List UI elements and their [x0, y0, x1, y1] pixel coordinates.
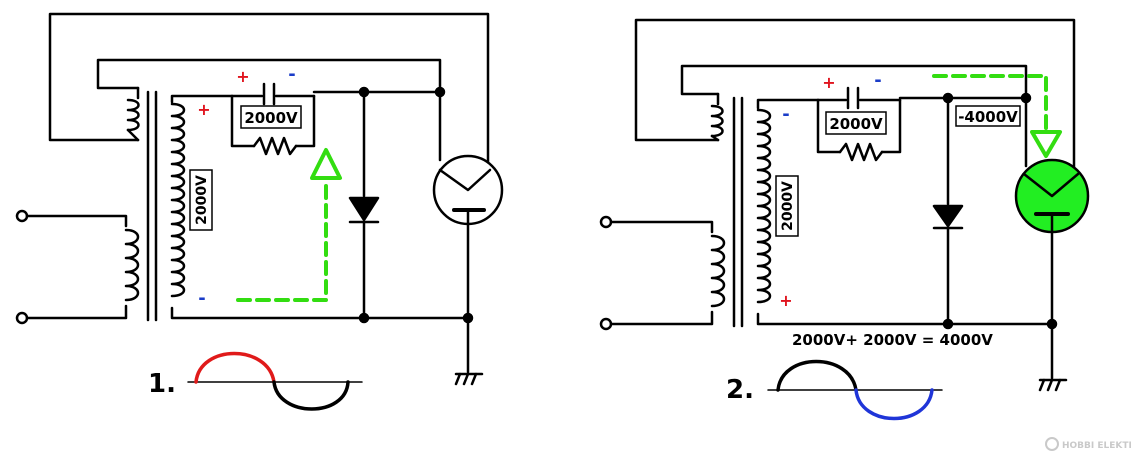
resistor-wire-left	[230, 94, 256, 148]
cap-voltage-box	[825, 111, 887, 135]
anode-voltage-box	[955, 105, 1021, 127]
wave-positive-half	[194, 351, 276, 384]
current-path-arrow	[932, 74, 1048, 130]
panel-1-labels: 2000V 2000V + - + - 1.	[148, 64, 302, 399]
coil-bottom-sign: +	[779, 291, 792, 310]
primary-lead-top	[609, 220, 714, 234]
junction-dot	[1020, 92, 1032, 104]
junction-dot	[942, 318, 954, 330]
primary-terminal-top	[599, 215, 613, 229]
heater-coil-lead-bottom	[126, 128, 140, 142]
primary-terminal-bottom	[599, 317, 613, 331]
ground-hatch-3	[1054, 378, 1062, 392]
junction-dot	[1046, 318, 1058, 330]
junction-dot	[942, 92, 954, 104]
voltage-sum-text: 2000V+ 2000V = 4000V	[792, 331, 993, 349]
primary-lead-top	[25, 214, 128, 228]
coil-voltage-label: 2000V	[194, 175, 210, 225]
junction-dot	[358, 86, 370, 98]
diode-triangle	[348, 196, 380, 222]
primary-terminal-bottom	[15, 311, 29, 325]
secondary-coil	[756, 108, 772, 304]
panel-1	[15, 12, 504, 411]
heater-loop-outer-wire	[48, 12, 490, 184]
ground-hatch-1	[454, 372, 462, 386]
coil-top-sign: +	[197, 100, 210, 119]
ground-hatch-3	[470, 372, 478, 386]
resistor-wire-right	[880, 98, 902, 154]
resistor	[252, 136, 298, 156]
tube-filament	[1022, 172, 1080, 198]
cap-minus-sign: -	[874, 70, 881, 91]
current-arrow-head	[1030, 130, 1062, 158]
primary-lead-bottom	[25, 304, 128, 320]
watermark-icon	[1045, 437, 1059, 451]
diode-triangle	[932, 204, 964, 228]
heater-coil	[710, 104, 724, 138]
watermark-logo: HOBBI ELEKTRONIKA	[1045, 437, 1131, 451]
heater-coil	[126, 98, 140, 132]
cap-voltage-label: 2000V	[244, 109, 298, 127]
wave-positive-half	[776, 359, 858, 392]
watermark-text: HOBBI ELEKTRONIKA	[1062, 441, 1131, 451]
primary-lead-bottom	[609, 310, 714, 326]
ground-hatch-2	[1046, 378, 1054, 392]
heater-loop-inner-wire	[96, 58, 442, 94]
primary-coil	[124, 228, 140, 302]
heater-coil-lead-bottom	[710, 134, 720, 142]
current-path-arrow	[236, 178, 328, 302]
secondary-lead-bottom	[170, 306, 472, 320]
cap-plus-sign: +	[236, 67, 249, 86]
resistor-wire-left	[816, 98, 842, 154]
wave-negative-half	[272, 380, 350, 411]
cap-minus-sign: -	[288, 64, 295, 85]
resistor-wire-right	[294, 94, 316, 148]
heater-loop-inner-wire	[680, 64, 1028, 100]
resistor	[838, 142, 884, 162]
coil-top-sign: -	[782, 104, 789, 125]
panel-2	[599, 18, 1090, 421]
secondary-lead-top	[170, 94, 234, 104]
junction-dot	[462, 312, 474, 324]
step-number: 1.	[148, 369, 176, 399]
coil-voltage-label: 2000V	[780, 181, 796, 231]
coil-voltage-box	[775, 175, 799, 237]
wave-negative-half	[854, 388, 934, 421]
secondary-coil	[170, 102, 186, 298]
coil-voltage-box	[189, 169, 213, 231]
current-arrow-head	[310, 148, 342, 180]
junction-dot	[358, 312, 370, 324]
anode-voltage-label: -4000V	[958, 108, 1018, 126]
ground-hatch-2	[462, 372, 470, 386]
secondary-lead-top	[756, 98, 820, 110]
cap-plus-sign: +	[822, 73, 835, 92]
cap-voltage-label: 2000V	[829, 115, 883, 133]
heater-loop-outer-wire	[634, 18, 1076, 184]
primary-terminal-top	[15, 209, 29, 223]
cap-voltage-box	[240, 105, 302, 129]
junction-dot	[434, 86, 446, 98]
step-number: 2.	[726, 375, 754, 405]
secondary-lead-bottom	[756, 312, 1054, 326]
primary-coil	[710, 234, 726, 308]
tube-filament	[438, 168, 492, 192]
coil-bottom-sign: -	[198, 288, 205, 309]
ground-hatch-1	[1038, 378, 1046, 392]
panel-2-labels: 2000V 2000V -4000V + - - + 2000V+ 2000V …	[726, 70, 1021, 405]
